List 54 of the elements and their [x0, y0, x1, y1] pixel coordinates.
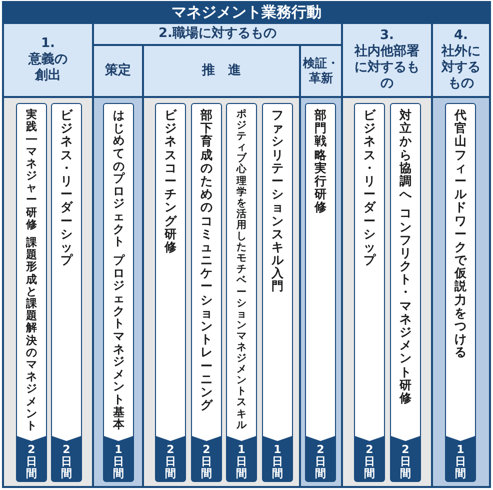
course-card: [103, 103, 134, 482]
course-title: ビジネス・リーダーシップ: [364, 109, 376, 268]
course-card: [155, 103, 186, 482]
category-column: [144, 46, 299, 486]
category-group: [94, 24, 341, 486]
category-column: [433, 24, 489, 486]
duration-label: 2日間: [165, 444, 176, 481]
course-card: [191, 103, 222, 482]
course-title: コンフリクト・マネジメント研修: [400, 207, 412, 406]
course-card: [305, 103, 336, 482]
course-title: プロジェクトマネジメント基本: [112, 254, 124, 432]
category-column: [4, 24, 92, 486]
course-card: [16, 103, 47, 482]
header-label: 2.職場に対するもの: [158, 26, 276, 42]
course-title: 実践―マネジャー研修: [26, 109, 38, 232]
course-card: [445, 103, 476, 482]
duration-label: 1日間: [113, 444, 124, 481]
course-title: 対立から協調へ: [400, 109, 412, 202]
header-number: 4.: [454, 28, 468, 44]
duration-label: 2日間: [201, 444, 212, 481]
header-label: 策定: [105, 63, 131, 79]
header-label: 推 進: [202, 63, 241, 79]
course-card: [262, 103, 293, 482]
course-card: [51, 103, 82, 482]
course-card: [354, 103, 385, 482]
header-label: 社外に対するもの: [440, 44, 482, 92]
header-number: 3.: [380, 28, 394, 44]
course-title: 部門戦略実行研修: [314, 109, 326, 214]
course-card: [390, 103, 421, 482]
duration-label: 2日間: [400, 444, 411, 481]
category-column: [94, 46, 142, 486]
course-title: 部下育成のためのコミュニケーショントレーニング: [200, 109, 212, 412]
category-column: [301, 46, 341, 486]
duration-label: 2日間: [364, 444, 375, 481]
course-card: [226, 103, 257, 482]
header-label: 社内他部署に対するもの: [354, 44, 420, 92]
course-title: ファシリテーションスキル入門: [272, 109, 284, 294]
duration-label: 1日間: [272, 444, 283, 481]
course-title: 課題形成と課題解決のマネジメント: [26, 237, 38, 432]
diagram-title: マネジメント業務行動: [172, 5, 322, 20]
duration-label: 1日間: [455, 444, 466, 481]
course-title: はじめてのプロジェクト: [112, 109, 124, 248]
duration-label: 2日間: [26, 444, 37, 481]
header-label: 検証・革新: [302, 56, 340, 86]
course-title: 代官山フィールドワークで仮説力をつける: [454, 109, 466, 360]
category-column: [343, 24, 431, 486]
duration-label: 2日間: [315, 444, 326, 481]
duration-label: 1日間: [236, 444, 247, 481]
header-label: 意義の創出: [28, 52, 68, 84]
duration-label: 2日間: [61, 444, 72, 481]
header-number: 1.: [41, 36, 55, 52]
course-title: ビジネス・リーダーシップ: [60, 109, 72, 268]
course-title: ビジネスコーチング研修: [164, 109, 176, 254]
course-title: ポジティブ心理学を活用したモチベーションマネジメントスキル: [236, 109, 247, 431]
